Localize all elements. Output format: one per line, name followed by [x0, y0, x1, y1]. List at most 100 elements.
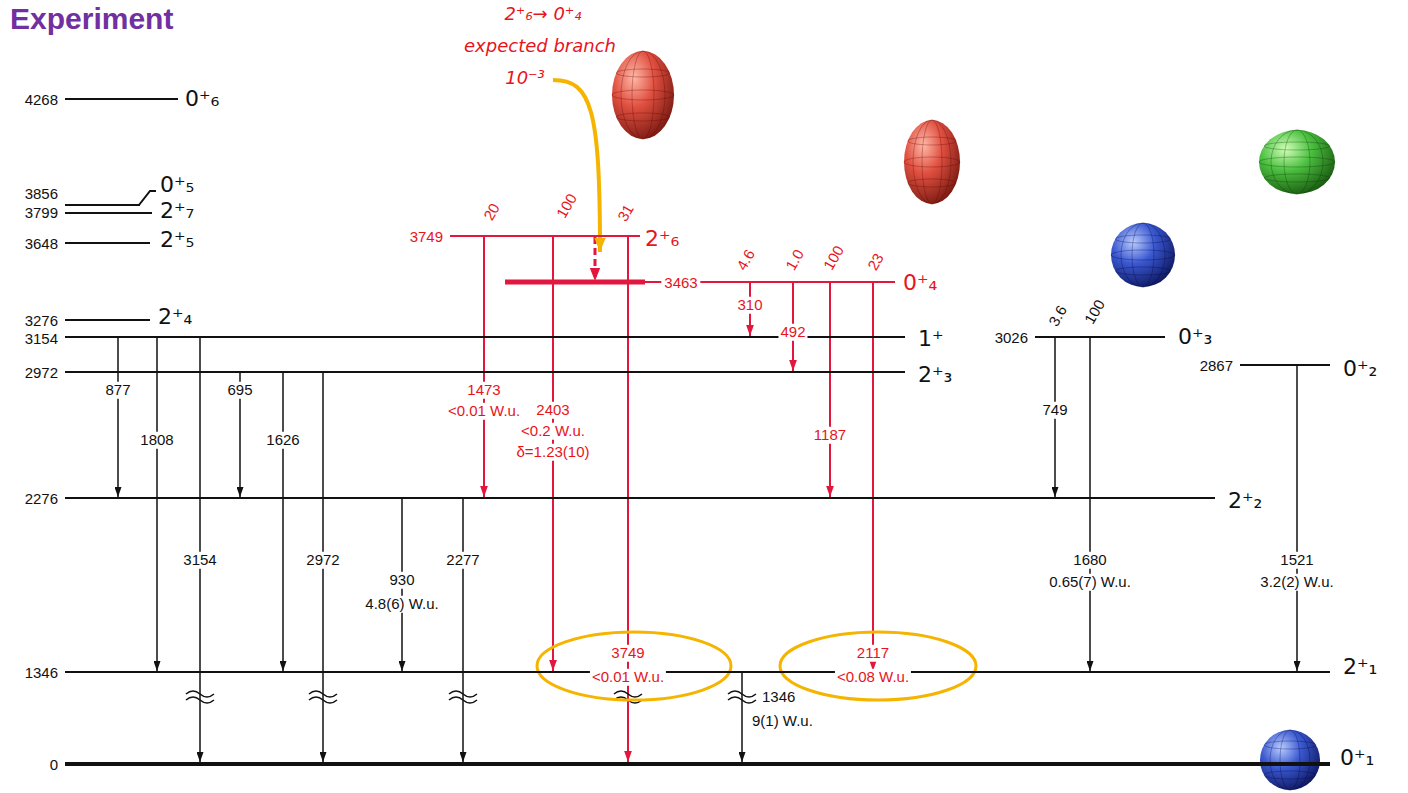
level-energy: 3648	[25, 236, 58, 251]
energy-level: 36482⁺₅	[65, 242, 150, 244]
oblate-shape	[1259, 130, 1335, 194]
transition-strength: <0.08 W.u.	[835, 669, 911, 686]
shape-grid	[1115, 267, 1170, 275]
transition-strength: 0.65(7) W.u.	[1047, 574, 1133, 591]
shape-grid	[1271, 130, 1323, 194]
transition-energy: 695	[225, 382, 254, 399]
energy-level: 34630⁺₄	[505, 281, 895, 283]
transition-energy: 2972	[304, 552, 341, 569]
shape-grid	[1115, 235, 1170, 243]
spin-parity: 0⁺₂	[1343, 358, 1377, 380]
transition-energy: 3154	[181, 552, 218, 569]
energy-level: 32762⁺₄	[65, 319, 150, 321]
branching-intensity: 100	[554, 191, 581, 221]
spin-parity: 2⁺₃	[918, 364, 952, 386]
gamma-transition	[483, 237, 485, 497]
transition-energy: 2403	[534, 402, 571, 419]
transition-energy: 1346	[760, 689, 797, 706]
branching-intensity: 100	[821, 243, 848, 273]
gamma-transition	[829, 283, 831, 497]
spin-parity: 0⁺₁	[1340, 747, 1374, 769]
transition-energy: 492	[778, 324, 807, 341]
energy-level: 30260⁺₃	[1035, 336, 1165, 338]
transition-energy: 1187	[812, 427, 848, 444]
callout-arrow	[553, 80, 600, 252]
gamma-transition	[199, 338, 201, 762]
shape-grid	[1111, 250, 1175, 260]
gamma-transition	[156, 338, 158, 671]
transition-strength: <0.01 W.u.	[590, 669, 666, 686]
annotation-text: expected branch	[464, 36, 616, 56]
gamma-transition	[872, 283, 874, 671]
shape-grid	[1280, 730, 1300, 790]
transition-energy: 1680	[1071, 552, 1108, 569]
spin-parity: 2⁺₄	[158, 306, 192, 328]
transition-energy: 877	[103, 382, 132, 399]
level-energy: 1346	[25, 665, 58, 680]
highlight-ellipse	[537, 632, 731, 700]
branching-intensity: 31	[615, 202, 638, 225]
shape-grid	[1264, 741, 1316, 749]
level-energy: 2867	[1200, 358, 1233, 373]
axis-break	[309, 691, 337, 703]
transition-strength: 4.8(6) W.u.	[363, 596, 440, 613]
transition-strength: <0.2 W.u.	[519, 423, 587, 440]
transition-energy: 2277	[444, 552, 481, 569]
spin-parity: 0⁺₃	[1178, 326, 1212, 348]
shape-grid	[908, 137, 956, 145]
spherical-shape	[1111, 223, 1175, 287]
energy-level: 37492⁺₆	[450, 235, 640, 237]
gamma-transition	[741, 673, 743, 762]
gamma-transition	[1296, 366, 1298, 671]
shape-grid	[1264, 142, 1330, 150]
branching-intensity: 3.6	[1046, 303, 1071, 329]
shape-grid	[612, 90, 674, 100]
prolate-shape	[904, 120, 960, 204]
level-kink	[139, 191, 156, 205]
energy-level: 13462⁺₁	[65, 671, 1330, 673]
energy-level: 42680⁺₆	[65, 98, 178, 100]
transition-energy: 1521	[1278, 552, 1315, 569]
shape-grid	[1121, 223, 1165, 287]
transition-strength: δ=1.23(10)	[515, 444, 592, 461]
energy-level: 00⁺₁	[65, 762, 1330, 766]
gamma-transition	[1089, 338, 1091, 671]
transition-energy: 749	[1040, 402, 1069, 419]
energy-level: 29722⁺₃	[65, 371, 905, 373]
level-energy: 3463	[661, 275, 700, 290]
shape-grid	[1264, 771, 1316, 779]
gamma-transition	[462, 499, 464, 762]
energy-level: 38560⁺₅	[65, 204, 140, 206]
shape-grid	[922, 120, 942, 204]
level-energy: 3749	[410, 229, 443, 244]
transition-energy: 2117	[855, 645, 891, 662]
transition-strength: <0.01 W.u.	[446, 403, 522, 420]
annotation-text: 2⁺₆→ 0⁺₄	[504, 4, 581, 24]
spin-parity: 2⁺₂	[1228, 490, 1262, 512]
expected-transition	[594, 237, 597, 281]
shape-grid	[1270, 730, 1310, 790]
branching-intensity: 1.0	[783, 247, 808, 273]
level-energy: 3026	[995, 330, 1028, 345]
shape-grid	[913, 120, 951, 204]
transition-strength: 3.2(2) W.u.	[1258, 574, 1335, 591]
spin-parity: 2⁺₇	[160, 200, 194, 222]
shape-grid	[904, 157, 960, 167]
axis-break	[186, 691, 214, 703]
shape-grid	[616, 69, 670, 77]
level-energy: 3276	[25, 313, 58, 328]
axis-break	[728, 691, 756, 703]
spin-parity: 0⁺₅	[160, 174, 194, 196]
prolate-shape	[612, 51, 674, 139]
branching-intensity: 23	[865, 251, 888, 274]
energy-level: 22762⁺₂	[65, 497, 1215, 499]
slide-title: Experiment	[10, 2, 173, 35]
highlight-ellipse	[780, 632, 976, 700]
transition-energy: 1808	[138, 432, 175, 449]
shape-grid	[1284, 130, 1310, 194]
